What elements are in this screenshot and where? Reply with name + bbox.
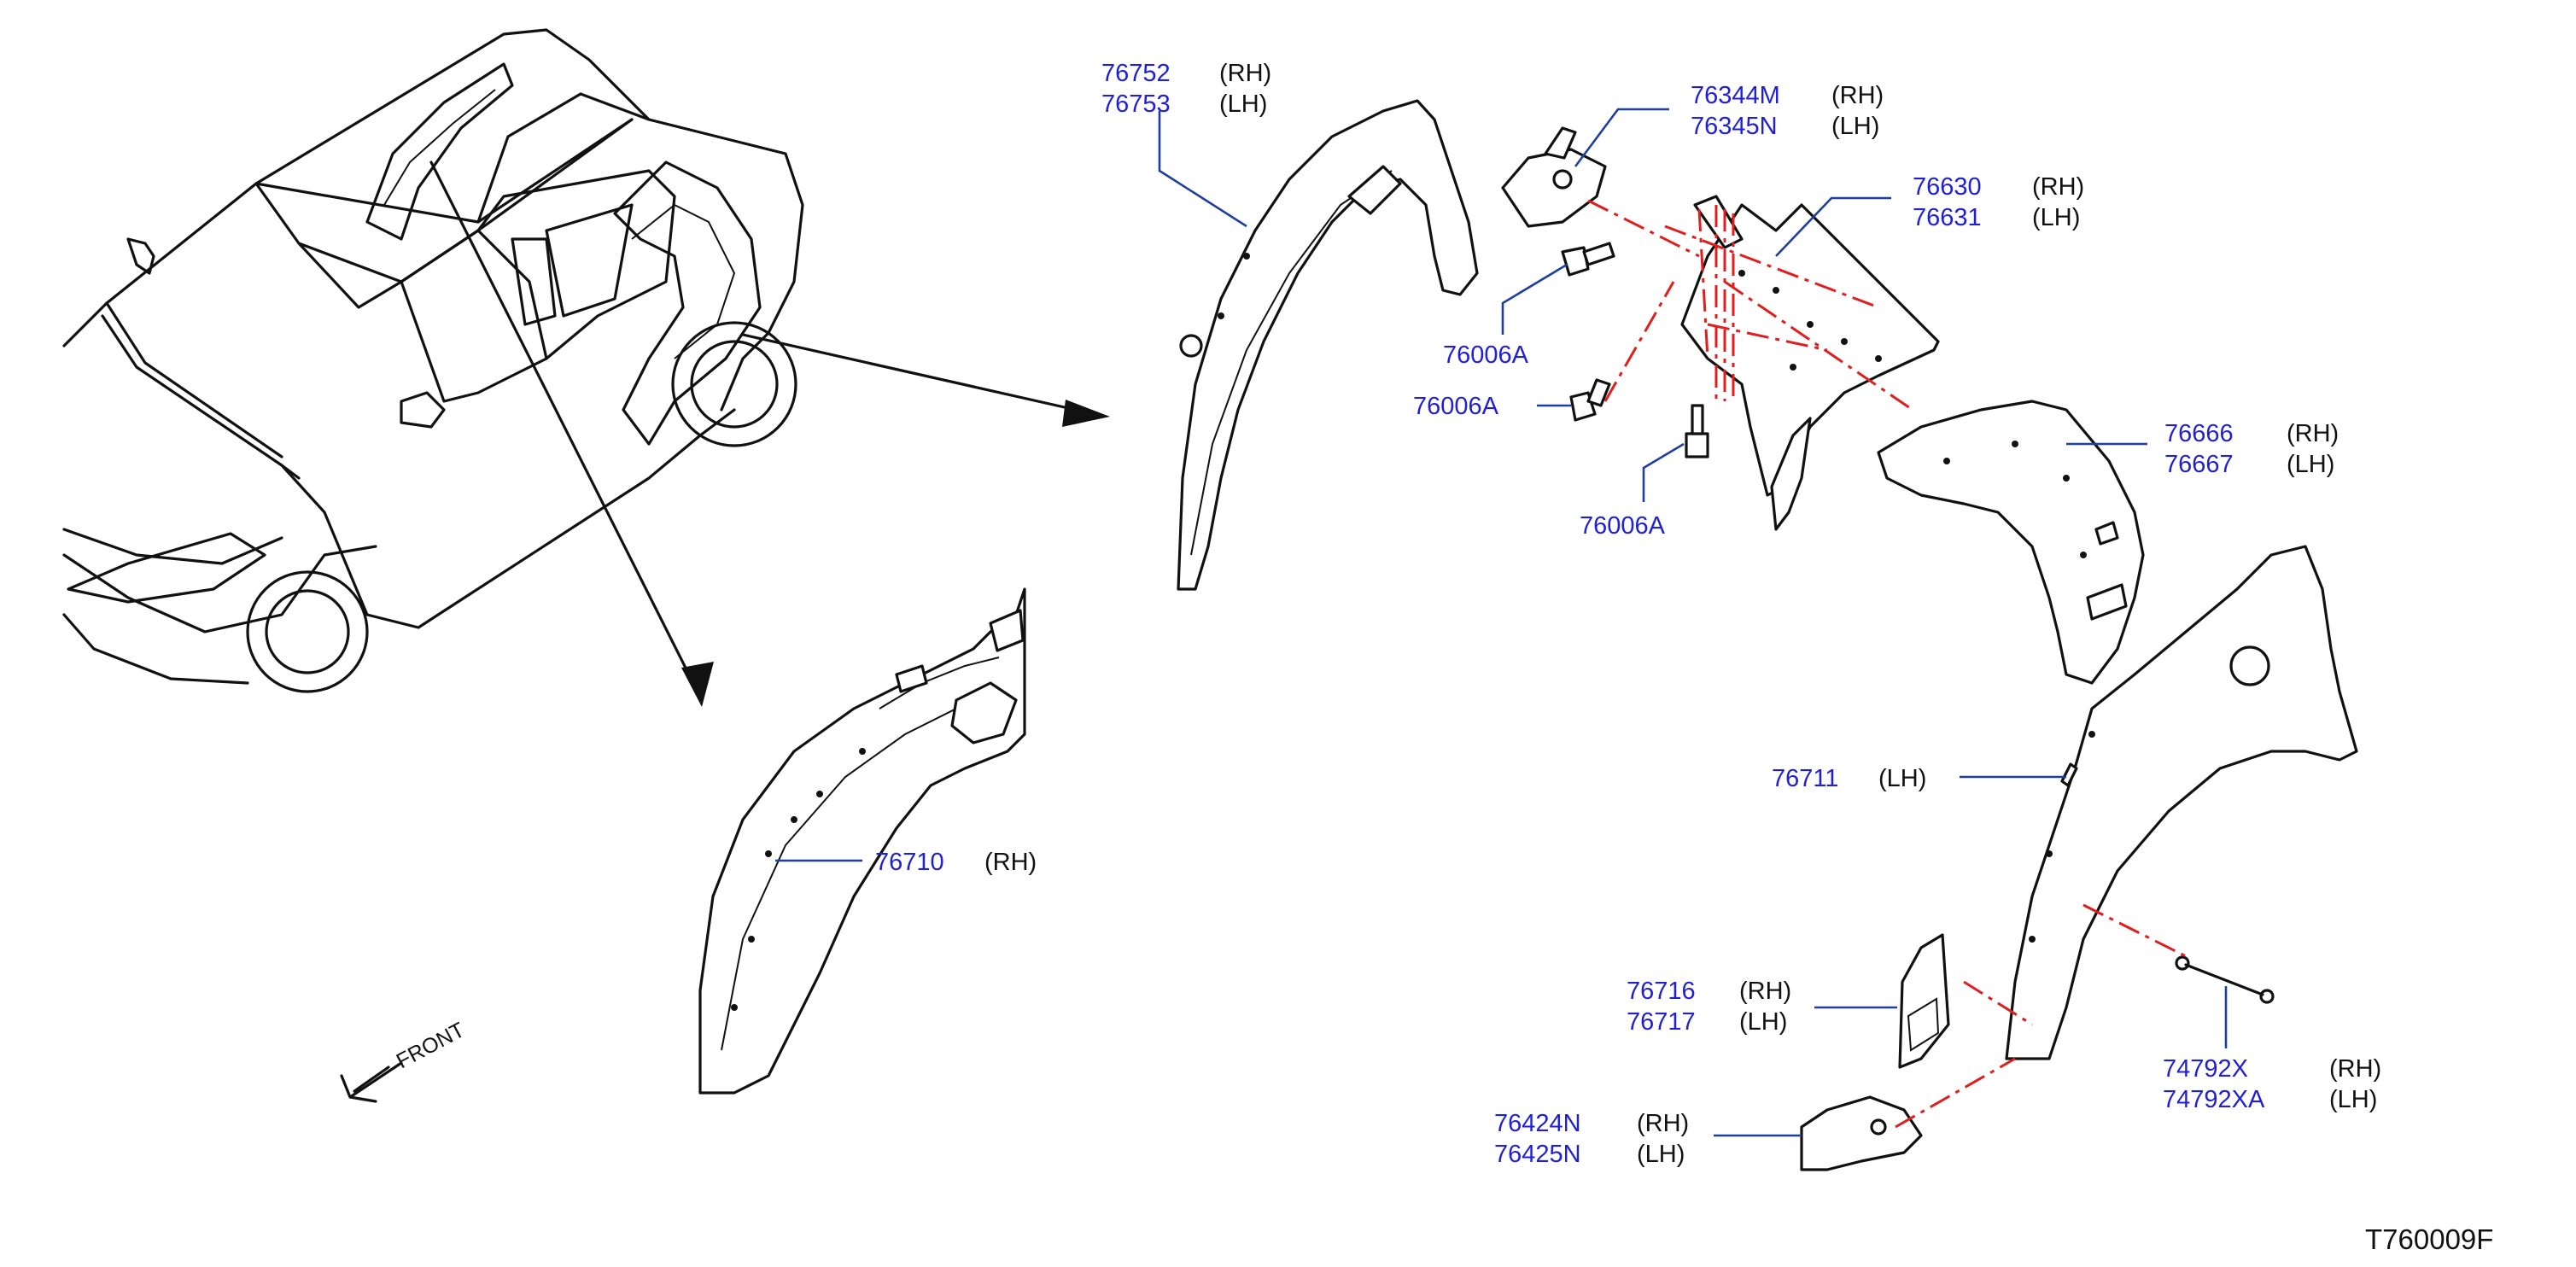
side-label: (RH) bbox=[984, 849, 1037, 876]
side-label: (LH) bbox=[1637, 1141, 1685, 1168]
vehicle-overview bbox=[62, 28, 1110, 707]
part-number: 76344M bbox=[1691, 82, 1780, 109]
callout-76716: 76716 (RH) bbox=[1627, 978, 1791, 1005]
callout-76006A-3: 76006A bbox=[1580, 512, 1666, 540]
side-label: (LH) bbox=[1831, 113, 1879, 140]
part-number: 76753 bbox=[1101, 90, 1171, 118]
side-label: (RH) bbox=[2032, 173, 2084, 201]
part-number: 76716 bbox=[1627, 978, 1696, 1005]
part-76752-liner bbox=[1177, 99, 1479, 591]
callout-76666: 76666 (RH) bbox=[2164, 420, 2339, 447]
callout-76631: 76631 (LH) bbox=[1913, 204, 2080, 231]
side-label: (RH) bbox=[2329, 1055, 2381, 1083]
part-76630-wheelhouse bbox=[1680, 195, 1940, 531]
bolt-2 bbox=[1569, 378, 1611, 422]
callout-76006A-1: 76006A bbox=[1443, 342, 1529, 369]
part-number: 76006A bbox=[1580, 512, 1666, 540]
part-74792X-rod bbox=[2175, 955, 2275, 1004]
callout-76717: 76717 (LH) bbox=[1627, 1008, 1787, 1036]
side-label: (RH) bbox=[1739, 978, 1791, 1005]
part-76716-plate bbox=[1898, 933, 1950, 1069]
callout-76424N: 76424N (RH) bbox=[1494, 1110, 1689, 1137]
callout-76752: 76752 (RH) bbox=[1101, 60, 1271, 87]
callout-76425N: 76425N (LH) bbox=[1494, 1141, 1685, 1168]
front-direction-indicator: FRONT bbox=[340, 1018, 469, 1103]
part-76666-liner bbox=[1877, 400, 2145, 685]
side-label: (LH) bbox=[1739, 1008, 1787, 1036]
part-number: 76710 bbox=[875, 849, 944, 876]
part-76711-fender bbox=[2005, 545, 2358, 1060]
part-number: 76630 bbox=[1913, 173, 1982, 201]
bolt-1 bbox=[1561, 242, 1615, 277]
part-number: 76711 bbox=[1772, 765, 1839, 792]
callout-76344M: 76344M (RH) bbox=[1691, 82, 1884, 109]
callout-76753: 76753 (LH) bbox=[1101, 90, 1267, 118]
callout-76630: 76630 (RH) bbox=[1913, 173, 2084, 201]
callout-76710: 76710 (RH) bbox=[875, 849, 1037, 876]
part-number: 76667 bbox=[2164, 451, 2234, 478]
side-label: (LH) bbox=[2287, 451, 2334, 478]
callout-76345N: 76345N (LH) bbox=[1691, 113, 1879, 140]
part-number: 76345N bbox=[1691, 113, 1778, 140]
part-number: 74792XA bbox=[2163, 1086, 2265, 1113]
side-label: (LH) bbox=[2329, 1086, 2377, 1113]
part-number: 76424N bbox=[1494, 1110, 1581, 1137]
part-number: 74792X bbox=[2163, 1055, 2248, 1083]
part-76344M-bracket bbox=[1501, 126, 1607, 228]
callout-76667: 76667 (LH) bbox=[2164, 451, 2334, 478]
part-number: 76717 bbox=[1627, 1008, 1696, 1036]
diagram-code: T760009F bbox=[2365, 1223, 2493, 1255]
part-76710-panel bbox=[698, 587, 1026, 1095]
part-number: 76006A bbox=[1443, 342, 1529, 369]
side-label: (RH) bbox=[1637, 1110, 1689, 1137]
side-label: (LH) bbox=[2032, 204, 2080, 231]
part-76424N-bracket bbox=[1800, 1095, 1923, 1171]
part-number: 76425N bbox=[1494, 1141, 1581, 1168]
side-label: (RH) bbox=[1219, 60, 1271, 87]
callout-76006A-2: 76006A bbox=[1413, 393, 1499, 420]
part-number: 76631 bbox=[1913, 204, 1982, 231]
front-label: FRONT bbox=[393, 1018, 469, 1073]
assembly-dash-lines bbox=[1587, 199, 2187, 1129]
leader-lines bbox=[775, 108, 2228, 1137]
part-number: 76666 bbox=[2164, 420, 2234, 447]
bolts-76006A bbox=[1561, 242, 1709, 458]
side-label: (RH) bbox=[1831, 82, 1884, 109]
bolt-3 bbox=[1685, 404, 1709, 458]
part-number: 76006A bbox=[1413, 393, 1499, 420]
callout-74792X: 74792X (RH) bbox=[2163, 1055, 2381, 1083]
side-label: (LH) bbox=[1219, 90, 1267, 118]
side-label: (LH) bbox=[1878, 765, 1926, 792]
callout-74792XA: 74792XA (LH) bbox=[2163, 1086, 2377, 1113]
callout-76711: 76711 (LH) bbox=[1772, 765, 1926, 792]
part-number: 76752 bbox=[1101, 60, 1171, 87]
side-label: (RH) bbox=[2287, 420, 2339, 447]
